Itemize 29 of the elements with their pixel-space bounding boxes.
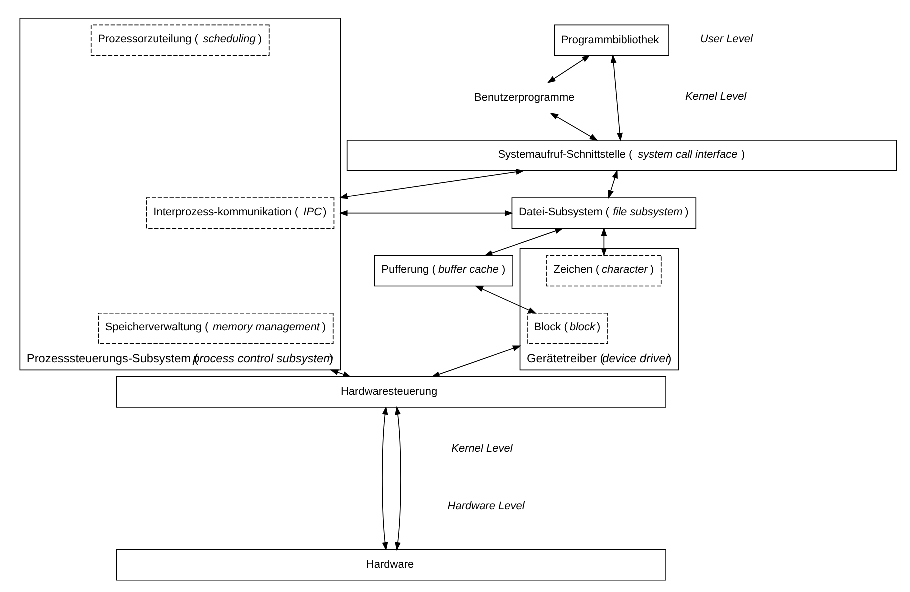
node-box: Systemaufruf-Schnittstelle (system call interface) [346, 140, 898, 172]
node-box: Speicherverwaltung (memory management) [98, 312, 334, 344]
arrow [550, 112, 598, 142]
node-box: Programmbibliothek [554, 24, 670, 56]
node-box: Pufferung (buffer cache) [374, 255, 514, 287]
arrow [339, 210, 514, 216]
arrow [330, 370, 352, 378]
node-box: Zeichen (character) [546, 255, 662, 287]
label: Kernel Level [686, 91, 747, 104]
arrow [339, 169, 525, 200]
node-text: Benutzerprogramme [474, 92, 575, 104]
label: User Level [700, 33, 753, 46]
arrow [395, 406, 402, 551]
node-box: Hardware [116, 549, 666, 581]
node-box: Interprozess-kommunikation (IPC) [146, 198, 335, 230]
label: Hardware Level [448, 500, 525, 513]
arrow [601, 228, 608, 257]
arrow [547, 55, 591, 84]
arrow [610, 54, 623, 142]
arrow [484, 228, 564, 256]
node-box: Prozessorzuteilung (scheduling) [90, 24, 270, 56]
node-box: Hardwaresteuerung [116, 376, 666, 408]
node-box: Datei-Subsystem (file subsystem) [512, 198, 697, 230]
node-box: Block (block) [527, 312, 608, 344]
arrow [608, 170, 618, 199]
arrow [382, 406, 388, 551]
label: Kernel Level [452, 442, 513, 455]
arrow [475, 286, 537, 314]
arrow [431, 346, 522, 378]
